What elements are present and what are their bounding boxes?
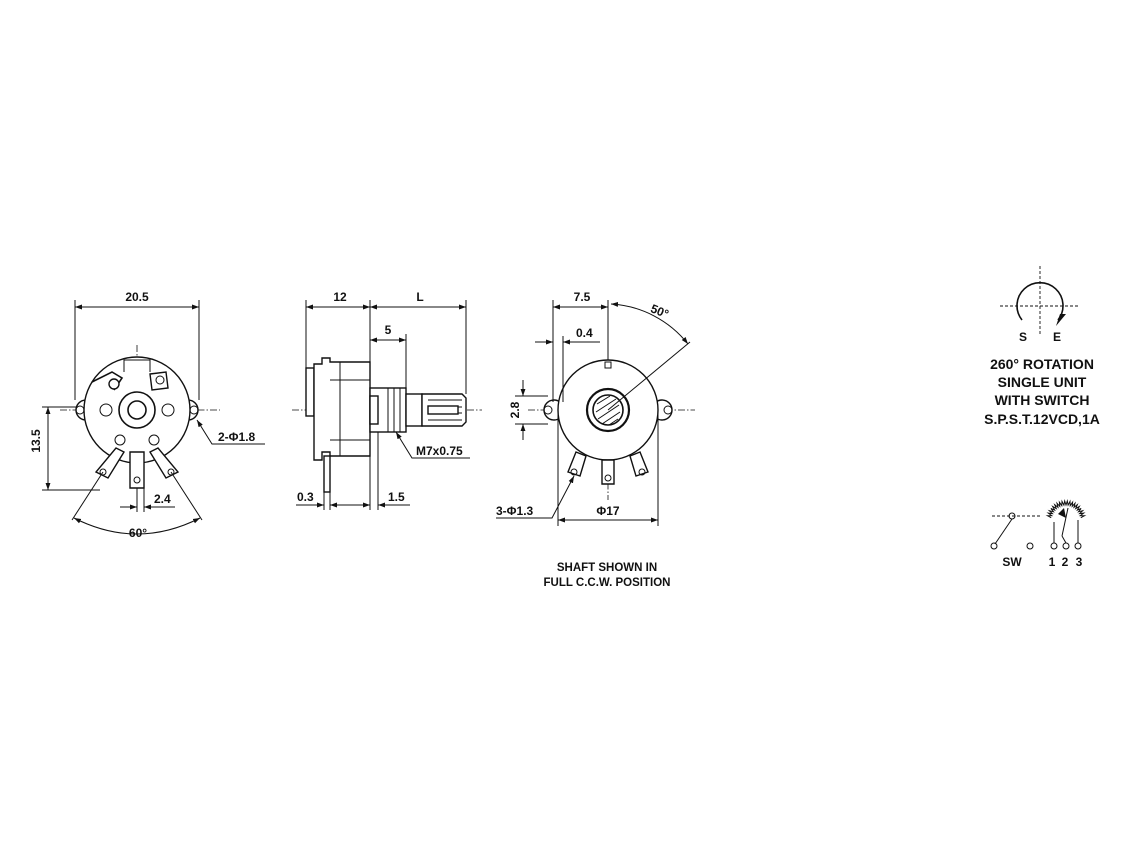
rotation-arc xyxy=(1016,281,1064,321)
switch-label: SW xyxy=(1002,555,1022,569)
potentiometer-leads xyxy=(1050,507,1082,550)
bushing-dimension-label: 5 xyxy=(385,323,392,337)
rear-angle-arc xyxy=(610,301,689,345)
angle-extension-right xyxy=(170,471,203,521)
rear-angle-label: 50° xyxy=(649,301,671,321)
terminal-hole-leader xyxy=(496,475,575,519)
angle-extension-left xyxy=(71,471,104,521)
angle-extension xyxy=(607,341,691,411)
shaft-note-line1: SHAFT SHOWN IN xyxy=(557,562,657,574)
switch-symbol xyxy=(990,512,1042,550)
diameter-dimension-label: Φ17 xyxy=(596,504,620,518)
terminal-hole-label: 3-Φ1.3 xyxy=(496,504,534,518)
angle-arc xyxy=(73,517,201,535)
spec-line4: S.P.S.T.12VCD,1A xyxy=(984,411,1100,427)
front-terminals xyxy=(94,447,180,489)
hole-leader xyxy=(196,419,265,445)
flange-dimension-label: 1.5 xyxy=(388,490,405,504)
rear-terminals xyxy=(567,451,649,485)
side-body xyxy=(305,357,371,493)
thread-leader xyxy=(395,431,470,459)
rotation-start-label: S xyxy=(1019,330,1027,344)
side-bushing xyxy=(369,387,407,433)
plate-dimension-label: 0.3 xyxy=(297,490,314,504)
angle-dimension-label: 60° xyxy=(129,526,147,540)
rotation-end-label: E xyxy=(1053,330,1061,344)
spec-line3: WITH SWITCH xyxy=(995,392,1090,408)
front-internal-details xyxy=(91,359,175,446)
resistor-zigzag xyxy=(1045,499,1087,519)
shaft-note-line2: FULL C.C.W. POSITION xyxy=(544,577,671,589)
rotation-end-arrow-icon xyxy=(1056,314,1066,326)
pin1-label: 1 xyxy=(1049,555,1056,569)
hole-dimension-label: 2-Φ1.8 xyxy=(218,430,256,444)
spec-line2: SINGLE UNIT xyxy=(998,374,1087,390)
pin3-label: 3 xyxy=(1076,555,1083,569)
gap-dimension-label: 0.4 xyxy=(576,326,593,340)
rear-shaft-ring xyxy=(592,394,624,426)
height28-dimension-label: 2.8 xyxy=(508,401,522,418)
rear-view: 7.5 0.4 50° 2.8 3-Φ1.3 Φ17 xyxy=(496,290,695,526)
spec-line1: 260° ROTATION xyxy=(990,356,1094,372)
side-view: 12 L 5 M7x0.75 0.3 1.5 xyxy=(292,290,482,510)
thread-dimension-label: M7x0.75 xyxy=(416,444,463,458)
schematic: SW 1 2 3 xyxy=(990,499,1087,569)
shaft-dimension-label: L xyxy=(416,290,423,304)
rotation-symbol: S E xyxy=(1000,266,1080,344)
offset-dimension-label: 7.5 xyxy=(574,290,591,304)
width-dimension-label: 20.5 xyxy=(125,290,149,304)
pitch-dimension-label: 2.4 xyxy=(154,492,171,506)
rear-bushing-ring xyxy=(585,387,631,433)
height-dimension-label: 13.5 xyxy=(29,429,43,453)
body-dimension-label: 12 xyxy=(333,290,347,304)
rear-index-mark xyxy=(604,361,612,369)
side-shaft xyxy=(405,393,467,427)
pin2-label: 2 xyxy=(1062,555,1069,569)
rear-shaft-hatch xyxy=(595,395,621,426)
front-view: 20.5 13.5 2-Φ1.8 2.4 60° xyxy=(29,290,265,540)
